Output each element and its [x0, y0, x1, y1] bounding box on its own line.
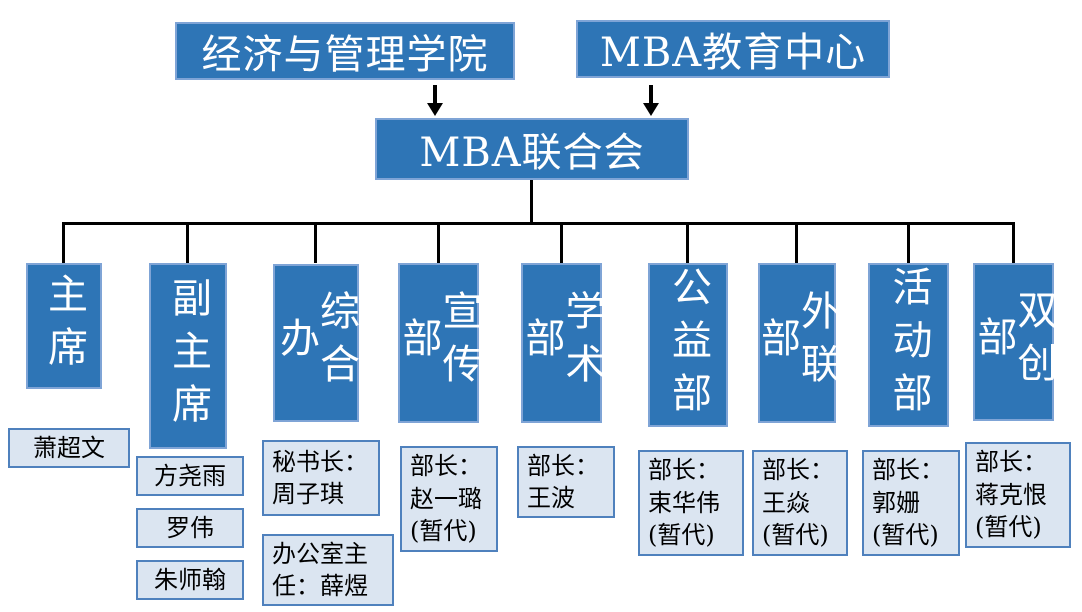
dept-label: 公益部 — [665, 265, 711, 425]
branch-line-9 — [1012, 222, 1015, 263]
arrow-head — [427, 103, 443, 116]
dept-box-academic: 学术部 — [518, 263, 605, 423]
member-box: 部长： 束华伟 (暂代) — [638, 450, 744, 556]
branch-line-3 — [314, 222, 317, 263]
branch-line-8 — [907, 222, 910, 263]
branch-line-1 — [62, 222, 65, 263]
dept-label: 主席 — [41, 273, 87, 379]
college-box: 经济与管理学院 — [175, 22, 515, 80]
dept-label: 外联部 — [754, 290, 840, 396]
dept-label: 宣传部 — [395, 290, 482, 396]
arrow-stem — [649, 85, 653, 103]
mba-education-center-label: MBA教育中心 — [599, 30, 867, 76]
member-box: 罗伟 — [136, 508, 244, 548]
member-box: 萧超文 — [8, 428, 130, 468]
arrow-head — [643, 103, 659, 116]
member-box: 部长： 王波 — [517, 446, 615, 518]
member-box: 部长： 蒋克恨 (暂代) — [965, 442, 1071, 548]
dept-label: 副主席 — [165, 276, 211, 436]
arrow-stem — [433, 85, 437, 103]
branch-line-6 — [686, 222, 689, 263]
down-arrow-left-icon — [427, 85, 443, 116]
member-box: 部长： 郭姗 (暂代) — [862, 450, 960, 556]
dept-box-activities: 活动部 — [868, 263, 949, 427]
dept-box-vice-chairman: 副主席 — [149, 263, 227, 449]
dept-box-general-office: 综合办 — [273, 264, 359, 422]
member-box: 办公室主 任：薛煜 — [262, 534, 394, 606]
dept-label: 活动部 — [885, 265, 932, 425]
dept-box-external-liaison: 外联部 — [754, 263, 840, 423]
branch-line-7 — [795, 222, 798, 263]
member-box: 部长： 赵一璐 (暂代) — [400, 446, 498, 552]
federation-label: MBA联合会 — [419, 130, 645, 176]
branch-line-2 — [186, 222, 189, 263]
mba-education-center-box: MBA教育中心 — [576, 20, 890, 78]
federation-stem-line — [530, 180, 533, 222]
member-box: 部长： 王焱 (暂代) — [752, 450, 848, 556]
dept-box-innovation: 双创部 — [970, 263, 1057, 421]
dept-box-chairman: 主席 — [26, 263, 102, 389]
branch-line-5 — [560, 222, 563, 263]
down-arrow-right-icon — [643, 85, 659, 116]
college-label: 经济与管理学院 — [201, 32, 489, 78]
dept-box-public-welfare: 公益部 — [648, 263, 728, 427]
dept-box-publicity: 宣传部 — [395, 263, 482, 423]
member-box: 朱师翰 — [136, 560, 244, 600]
dept-label: 学术部 — [518, 290, 605, 396]
dept-label: 综合办 — [273, 290, 359, 396]
horizontal-connector-line — [62, 222, 1015, 225]
dept-label: 双创部 — [970, 289, 1057, 395]
member-box: 方尧雨 — [136, 456, 244, 496]
member-box: 秘书长： 周子琪 — [262, 440, 380, 516]
branch-line-4 — [437, 222, 440, 263]
federation-box: MBA联合会 — [375, 118, 689, 180]
